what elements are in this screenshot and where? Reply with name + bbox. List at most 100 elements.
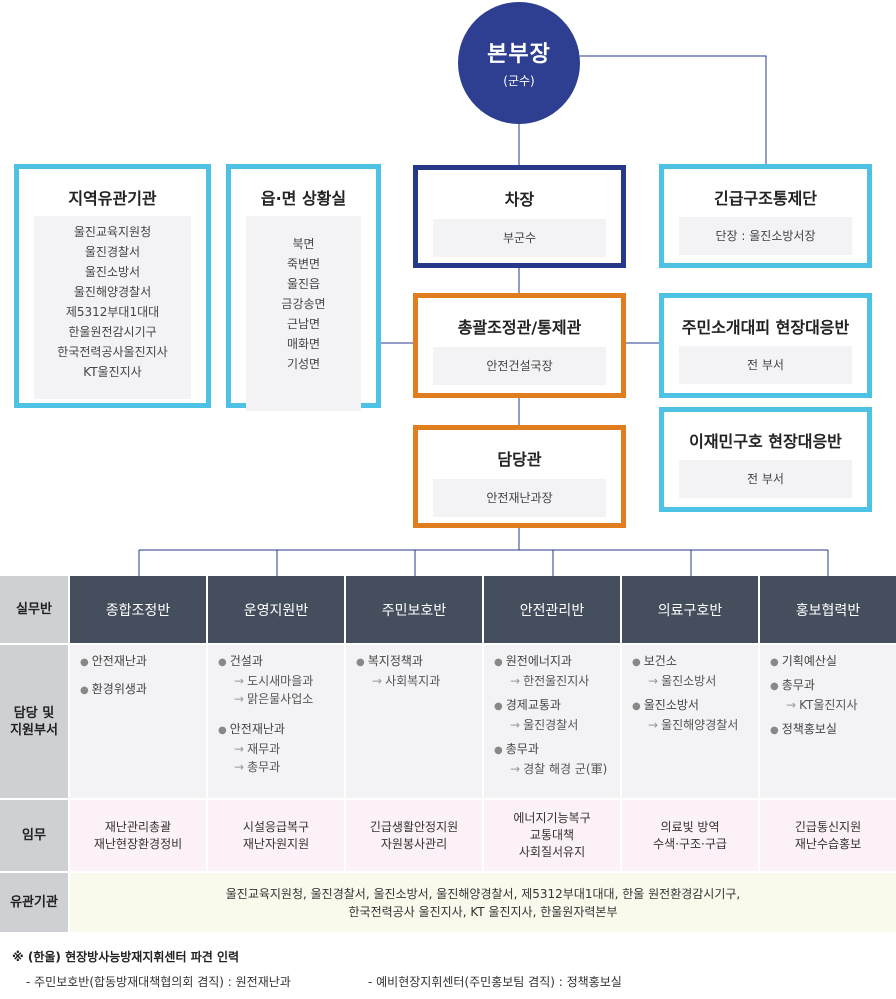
commander-subtitle: (군수) bbox=[503, 74, 535, 88]
evac-team-box: 주민소개대피 현장대응반 전 부서 bbox=[659, 293, 872, 398]
dept-item: ●건설과 →도시새마을과 →맑은물사업소 bbox=[218, 654, 314, 706]
team-duty: 에너지기능복구 교통대책 사회질서유지 bbox=[484, 800, 620, 871]
line-top-rescue bbox=[580, 55, 767, 166]
bullet-icon: ● bbox=[770, 657, 779, 668]
arrow-icon: → bbox=[372, 674, 383, 688]
arrow-icon: → bbox=[234, 742, 245, 756]
dept-item: ●총무과 →KT울진지사 bbox=[770, 678, 858, 712]
relief-team-body: 전 부서 bbox=[679, 460, 852, 498]
relief-team-box: 이재민구호 현장대응반 전 부서 bbox=[659, 407, 872, 512]
duty-line: 재난관리총괄 bbox=[104, 819, 172, 834]
bullet-icon: ● bbox=[80, 685, 89, 696]
bullet-icon: ● bbox=[80, 657, 89, 668]
dept-item: ●보건소 →울진소방서 bbox=[632, 654, 717, 688]
coordinator-box: 총괄조정관/통제관 안전건설국장 bbox=[413, 293, 626, 398]
arrow-icon: → bbox=[510, 674, 521, 688]
rescue-control-body: 단장 : 울진소방서장 bbox=[679, 217, 852, 255]
dept-item: ●경제교통과 →울진경찰서 bbox=[494, 698, 579, 732]
bullet-icon: ● bbox=[494, 745, 503, 756]
list-item: 매화면 bbox=[286, 337, 321, 351]
deputy-body: 부군수 bbox=[433, 219, 606, 257]
township-list: 북면 죽변면 울진읍 금강송면 근남면 매화면 기성면 bbox=[246, 216, 361, 411]
rescue-control-box: 긴급구조통제단 단장 : 울진소방서장 bbox=[659, 164, 872, 268]
team-header: 운영지원반 bbox=[208, 576, 344, 643]
list-item: 죽변면 bbox=[286, 257, 321, 271]
arrow-icon: → bbox=[234, 692, 245, 706]
list-item: 북면 bbox=[292, 237, 315, 251]
relief-team-title: 이재민구호 현장대응반 bbox=[689, 432, 842, 451]
bullet-icon: ● bbox=[770, 681, 779, 692]
arrow-icon: → bbox=[786, 698, 797, 712]
list-item: 금강송면 bbox=[281, 297, 326, 311]
list-item: 한국전력공사울진지사 bbox=[57, 345, 168, 359]
dept-item: ●복지정책과 →사회복지과 bbox=[356, 654, 441, 688]
team-duty: 의료빛 방역 수색·구조·구급 bbox=[622, 800, 758, 871]
notes-item: - 주민보호반(합동방재대책협의회 겸직) : 원전재난과 bbox=[26, 975, 291, 989]
township-title: 읍·면 상황실 bbox=[260, 189, 347, 208]
arrow-icon: → bbox=[234, 674, 245, 688]
row-label-dept-line: 담당 및 bbox=[13, 705, 55, 721]
notes-title: ※ (한울) 현장방사능방재지휘센터 파견 인력 bbox=[12, 950, 240, 964]
officer-title: 담당관 bbox=[497, 450, 542, 469]
notes-item: - 예비현장지휘센터(주민홍보팀 겸직) : 정책홍보실 bbox=[368, 975, 622, 989]
related-line: 울진교육지원청, 울진경찰서, 울진소방서, 울진해양경찰서, 제5312부대1… bbox=[225, 886, 741, 901]
related-line: 한국전력공사 울진지사, KT 울진지사, 한울원자력본부 bbox=[348, 904, 618, 919]
arrow-icon: → bbox=[648, 674, 659, 688]
team-depts: ●복지정책과 →사회복지과 bbox=[346, 645, 482, 798]
team-header: 의료구호반 bbox=[622, 576, 758, 643]
team-header: 홍보협력반 bbox=[760, 576, 896, 643]
team-depts: ●보건소 →울진소방서 ●울진소방서 →울진해양경찰서 bbox=[622, 645, 758, 798]
arrow-icon: → bbox=[510, 762, 521, 776]
deputy-box: 차장 부군수 bbox=[413, 165, 626, 268]
rescue-control-title: 긴급구조통제단 bbox=[713, 189, 818, 208]
list-item: 기성면 bbox=[286, 357, 321, 371]
coordinator-title: 총괄조정관/통제관 bbox=[457, 318, 582, 337]
bullet-icon: ● bbox=[218, 725, 227, 736]
dept-item: ●안전재난과 bbox=[80, 654, 147, 668]
bullet-icon: ● bbox=[632, 701, 641, 712]
duty-line: 긴급통신지원 bbox=[794, 819, 862, 834]
deputy-title: 차장 bbox=[504, 190, 535, 209]
team-header: 주민보호반 bbox=[346, 576, 482, 643]
duty-line: 재난현장환경정비 bbox=[93, 836, 183, 851]
bullet-icon: ● bbox=[218, 657, 227, 668]
list-item: KT울진지사 bbox=[83, 365, 142, 379]
team-depts: ●원전에너지과 →한전울진지사 ●경제교통과 →울진경찰서 ●총무과 →경찰 해… bbox=[484, 645, 620, 798]
dept-item: ●정책홍보실 bbox=[770, 722, 837, 736]
team-depts: ●건설과 →도시새마을과 →맑은물사업소 ●안전재난과 →재무과 →총무과 bbox=[208, 645, 344, 798]
officer-box: 담당관 안전재난과장 bbox=[413, 425, 626, 528]
list-item: 울진소방서 bbox=[84, 265, 141, 279]
team-duty: 재난관리총괄 재난현장환경정비 bbox=[70, 800, 206, 871]
regional-agencies-list: 울진교육지원청 울진경찰서 울진소방서 울진해양경찰서 제5312부대1대대 한… bbox=[34, 216, 191, 399]
evac-team-title: 주민소개대피 현장대응반 bbox=[681, 318, 850, 337]
bullet-icon: ● bbox=[494, 701, 503, 712]
bullet-icon: ● bbox=[356, 657, 365, 668]
bullet-icon: ● bbox=[770, 725, 779, 736]
dept-item: ●기획예산실 bbox=[770, 654, 837, 668]
duty-line: 시설응급복구 bbox=[242, 819, 310, 834]
duty-line: 수색·구조·구급 bbox=[653, 836, 727, 851]
duty-line: 사회질서유지 bbox=[518, 845, 586, 859]
dept-item: ●울진소방서 →울진해양경찰서 bbox=[632, 698, 739, 732]
row-label-team: 실무반 bbox=[0, 576, 68, 643]
evac-team-body: 전 부서 bbox=[679, 346, 852, 384]
duty-line: 의료빛 방역 bbox=[660, 819, 720, 834]
duty-line: 재난자원지원 bbox=[242, 836, 310, 851]
team-depts: ●기획예산실 ●총무과 →KT울진지사 ●정책홍보실 bbox=[760, 645, 896, 798]
dept-item: ●환경위생과 bbox=[80, 682, 147, 696]
officer-body: 안전재난과장 bbox=[433, 479, 606, 517]
dept-item: ●안전재난과 →재무과 →총무과 bbox=[218, 722, 285, 774]
list-item: 제5312부대1대대 bbox=[65, 305, 160, 319]
row-label-related: 유관기관 bbox=[0, 873, 68, 932]
team-duty: 긴급통신지원 재난수습홍보 bbox=[760, 800, 896, 871]
regional-agencies-title: 지역유관기관 bbox=[68, 189, 157, 208]
list-item: 울진읍 bbox=[286, 277, 321, 291]
team-header: 종합조정반 bbox=[70, 576, 206, 643]
row-label-dept: 담당 및 지원부서 bbox=[0, 645, 68, 798]
team-header: 안전관리반 bbox=[484, 576, 620, 643]
team-depts: ●안전재난과 ●환경위생과 bbox=[70, 645, 206, 798]
list-item: 근남면 bbox=[286, 317, 321, 331]
township-box: 읍·면 상황실 북면 죽변면 울진읍 금강송면 근남면 매화면 기성면 bbox=[226, 164, 381, 411]
coordinator-body: 안전건설국장 bbox=[433, 347, 606, 385]
